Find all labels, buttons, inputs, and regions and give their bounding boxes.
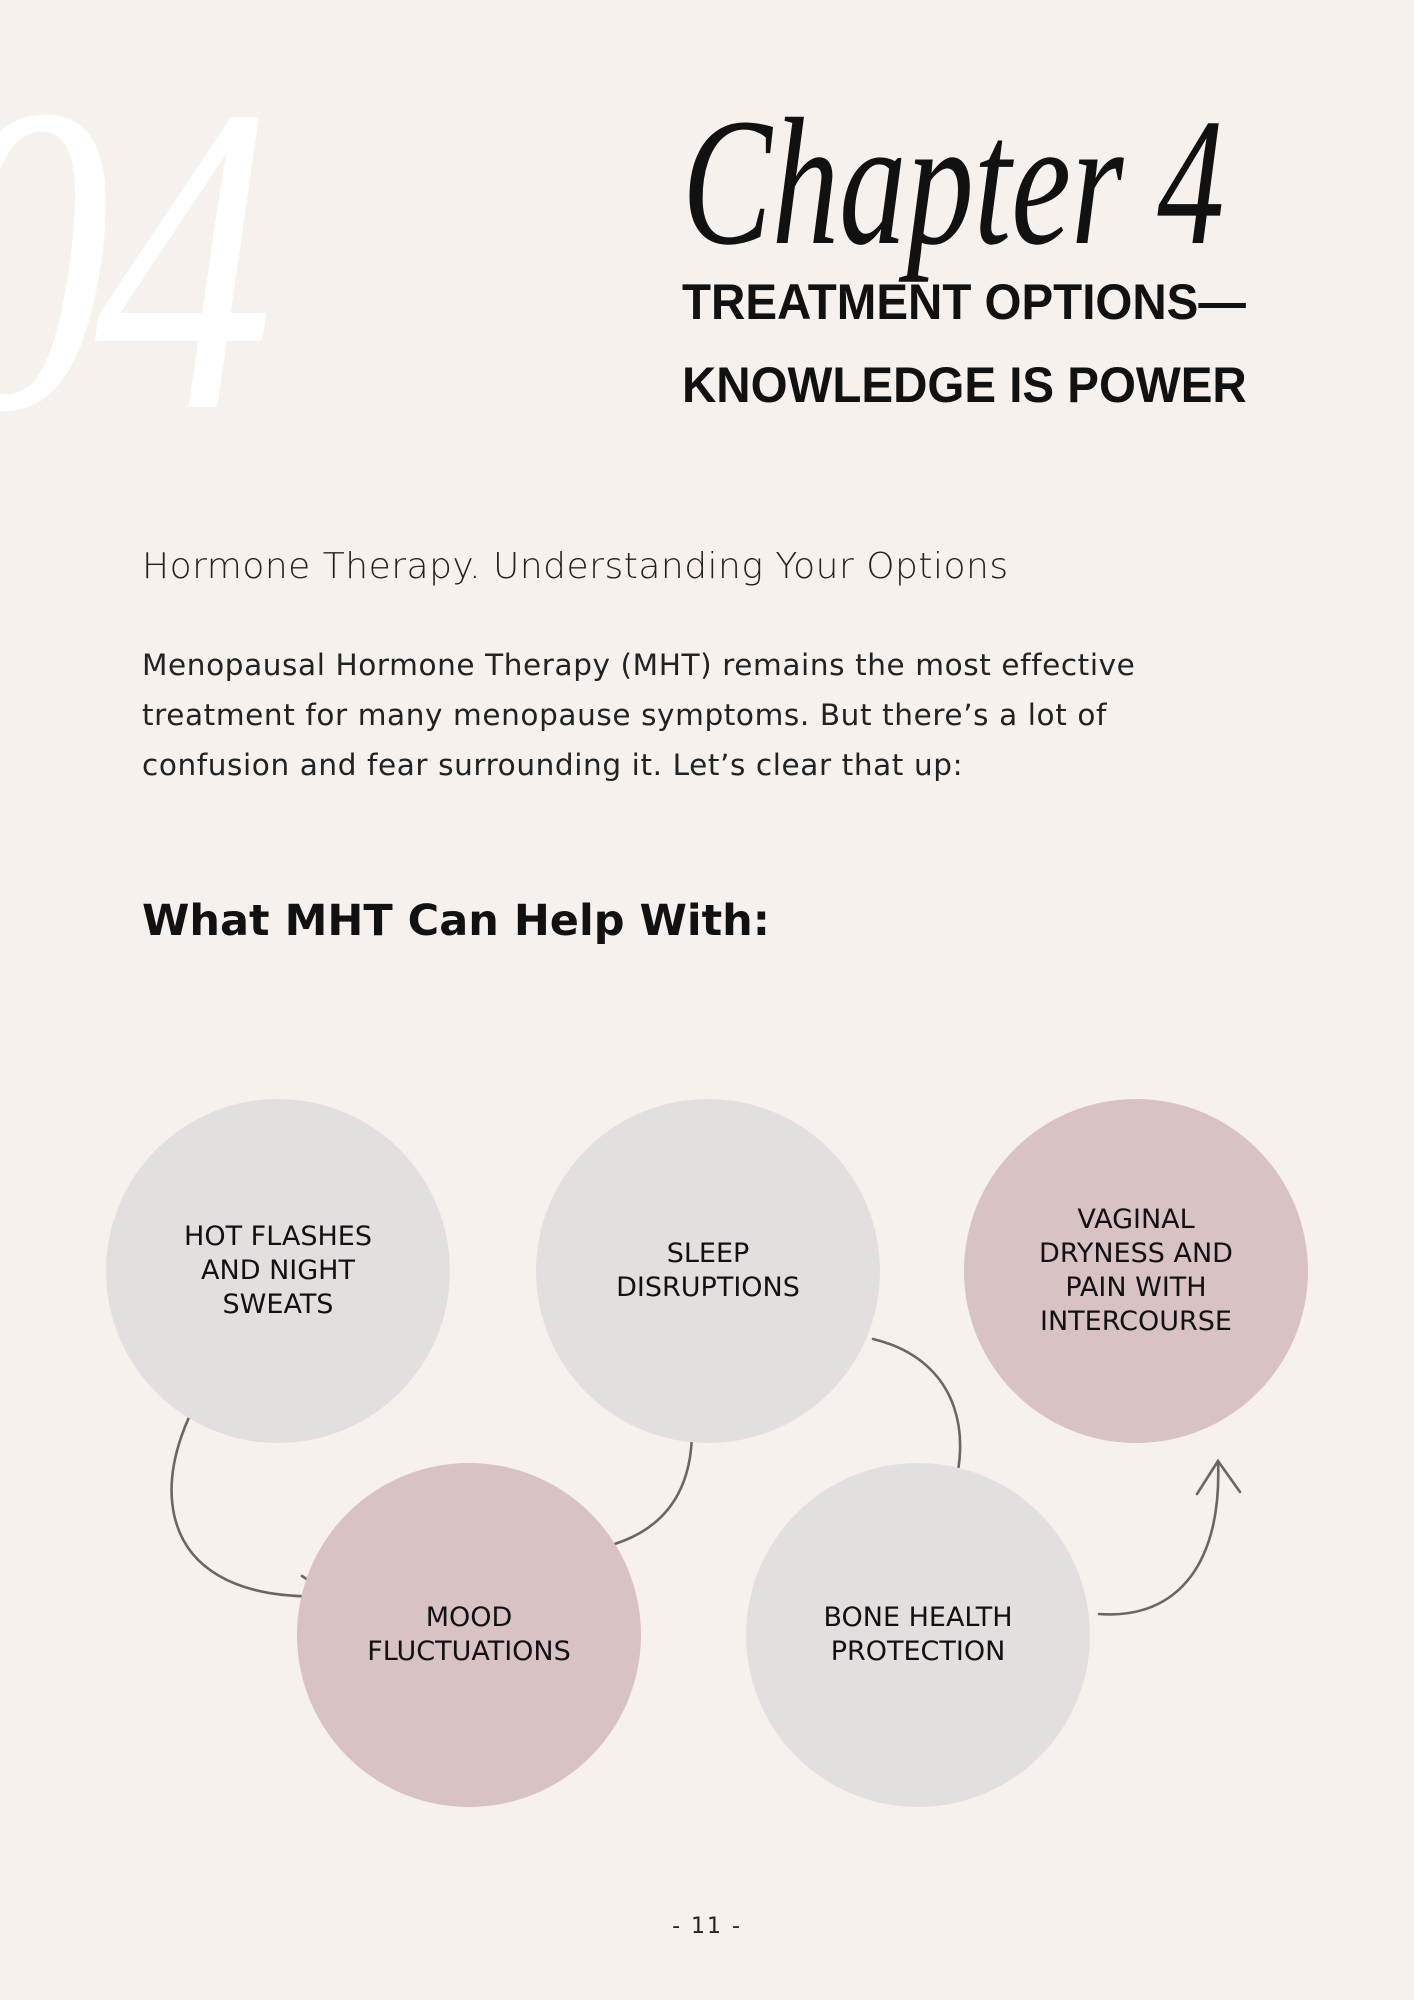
benefits-heading: What MHT Can Help With: [142,896,770,946]
chapter-title: Chapter 4 [682,82,1225,283]
benefit-bone-health: BONE HEALTH PROTECTION [746,1463,1090,1807]
benefit-hot-flashes: HOT FLASHES AND NIGHT SWEATS [106,1099,450,1443]
chapter-subtitle-line2: KNOWLEDGE IS POWER [682,357,1247,413]
chapter-number-watermark: 04 [0,16,274,503]
arrow-4-icon [1097,1458,1242,1616]
benefit-mood: MOOD FLUCTUATIONS [297,1463,641,1807]
benefit-vaginal-dryness: VAGINAL DRYNESS AND PAIN WITH INTERCOURS… [964,1099,1308,1443]
intro-paragraph: Menopausal Hormone Therapy (MHT) remains… [142,648,1136,782]
chapter-subtitle-line1: TREATMENT OPTIONS— [682,274,1246,330]
benefit-sleep: SLEEP DISRUPTIONS [536,1099,880,1443]
page-number: - 11 - [672,1914,742,1939]
section-heading: Hormone Therapy. Understanding Your Opti… [142,546,1009,587]
